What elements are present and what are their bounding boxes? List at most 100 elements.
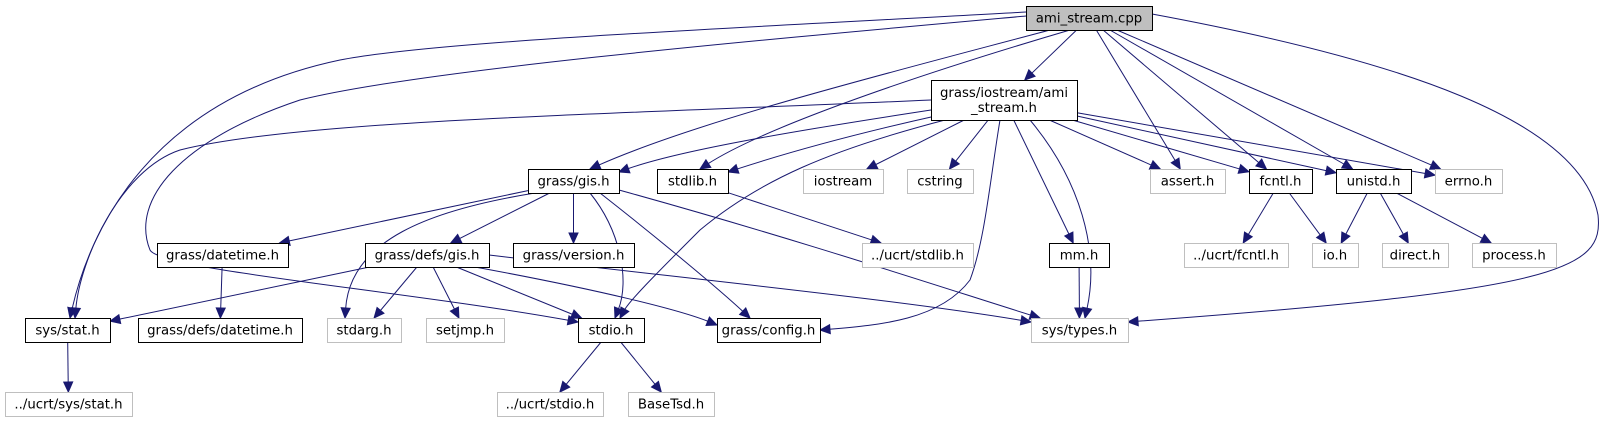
node-box <box>528 169 620 194</box>
arrowhead-icon <box>1170 157 1181 171</box>
arrowhead-icon <box>70 307 82 320</box>
node-label: setjmp.h <box>436 324 494 339</box>
edge-line <box>627 109 932 170</box>
node-label: direct.h <box>1390 249 1441 264</box>
edge-ami_stream_h-to-cstring <box>948 119 989 170</box>
arrowhead-icon <box>1423 168 1437 179</box>
node-cstring: cstring <box>907 169 974 194</box>
arrowhead-icon <box>1148 159 1162 170</box>
arrowhead-icon <box>215 307 227 320</box>
node-stdio-h[interactable]: stdio.h <box>578 318 645 343</box>
node-label: fcntl.h <box>1260 175 1302 190</box>
node-unistd-h[interactable]: unistd.h <box>1336 169 1412 194</box>
arrowhead-icon <box>1063 231 1074 245</box>
node-label: stdlib.h <box>668 175 717 190</box>
node-defs-gis-h[interactable]: grass/defs/gis.h <box>365 243 490 268</box>
edge-gis_h-to-defs_gis_h <box>449 192 550 244</box>
arrowhead-icon <box>559 380 571 393</box>
edge-line <box>1116 29 1433 166</box>
edge-ami_stream_h-to-config_h <box>818 119 1001 335</box>
node-label: sys/types.h <box>1042 324 1118 339</box>
edge-ami_stream_cpp-to-assert_h <box>1095 29 1181 171</box>
node-stdlib-h[interactable]: stdlib.h <box>657 169 729 194</box>
arrowhead-icon <box>1340 231 1351 245</box>
arrowhead-icon <box>948 157 961 170</box>
node-defs-datetime-h[interactable]: grass/defs/datetime.h <box>138 318 303 343</box>
node-label: grass/gis.h <box>537 175 609 190</box>
edge-ami_stream_h-to-sys_types_h <box>1029 119 1093 320</box>
node-mm-h[interactable]: mm.h <box>1049 243 1110 268</box>
arrowhead-icon <box>613 306 624 320</box>
arrowhead-icon <box>373 306 385 319</box>
edge-gis_h-to-stdarg_h <box>340 192 536 320</box>
edge-ami_stream_cpp-to-unistd_h <box>1109 29 1354 170</box>
arrowhead-icon <box>62 381 74 394</box>
arrowhead-icon <box>588 159 602 170</box>
edge-gis_h-to-datetime_h <box>278 190 529 246</box>
node-box <box>513 243 635 268</box>
node-label: errno.h <box>1445 175 1493 190</box>
edge-gis_h-to-sys_types_h <box>618 189 1042 320</box>
node-box <box>862 243 974 268</box>
edge-line <box>1396 192 1484 240</box>
node-label: assert.h <box>1161 175 1215 190</box>
edge-line <box>874 119 965 166</box>
edge-line <box>1095 29 1177 162</box>
node-label: grass/defs/gis.h <box>375 249 480 264</box>
node-box <box>717 318 821 343</box>
edge-line <box>565 341 602 386</box>
arrowhead-icon <box>1324 165 1338 176</box>
node-config-h[interactable]: grass/config.h <box>717 318 821 343</box>
node-assert-h: assert.h <box>1150 169 1226 194</box>
arrowhead-icon <box>869 234 883 245</box>
edge-unistd_h-to-direct_h <box>1379 192 1409 245</box>
edge-defs_gis_h-to-stdarg_h <box>373 266 418 319</box>
node-fcntl-h[interactable]: fcntl.h <box>1249 169 1313 194</box>
node-box <box>138 318 303 343</box>
edge-line <box>1072 119 1241 170</box>
node-box <box>1336 169 1412 194</box>
edge-line <box>1013 119 1070 236</box>
edge-ami_stream_h-to-unistd_h <box>1076 115 1338 176</box>
node-gis-h[interactable]: grass/gis.h <box>528 169 620 194</box>
edges-layer <box>62 11 1599 394</box>
node-label: sys/stat.h <box>35 324 99 339</box>
node-label: ../ucrt/fcntl.h <box>1193 249 1279 264</box>
arrowhead-icon <box>566 314 580 326</box>
edge-line <box>1344 192 1368 236</box>
edge-line <box>1029 119 1092 310</box>
edge-line <box>828 119 1001 330</box>
edge-ami_stream_cpp-to-sys_types_h <box>1126 13 1599 327</box>
node-label: ../ucrt/stdlib.h <box>871 249 964 264</box>
node-ami-stream-h[interactable]: grass/iostream/ami_stream.h <box>931 80 1078 121</box>
node-label: grass/config.h <box>722 324 816 339</box>
edge-sys_stat_h-to-ucrt_sys_stat_h <box>62 341 74 394</box>
edge-ami_stream_h-to-sys_stat_h <box>70 99 932 320</box>
node-box <box>5 392 133 417</box>
arrowhead-icon <box>108 313 122 325</box>
node-datetime-h[interactable]: grass/datetime.h <box>157 243 289 268</box>
arrowhead-icon <box>650 380 663 393</box>
node-stdarg-h: stdarg.h <box>327 318 402 343</box>
node-box <box>1312 243 1359 268</box>
node-ucrt-stdio-h: ../ucrt/stdio.h <box>497 392 604 417</box>
node-box <box>1382 243 1449 268</box>
arrowhead-icon <box>568 232 579 245</box>
edge-line <box>1049 119 1153 166</box>
node-label: ../ucrt/stdio.h <box>506 398 595 413</box>
node-version-h[interactable]: grass/version.h <box>513 243 635 268</box>
edge-line <box>1076 112 1427 175</box>
node-label: cstring <box>917 175 962 190</box>
edge-line <box>145 15 1027 321</box>
arrowhead-icon <box>1237 163 1251 174</box>
node-ami-stream-cpp[interactable]: ami_stream.cpp <box>1026 6 1153 31</box>
node-sys-stat-h[interactable]: sys/stat.h <box>25 318 111 343</box>
node-box <box>1184 243 1289 268</box>
arrowhead-icon <box>865 159 879 170</box>
edge-gis_h-to-config_h <box>599 192 751 319</box>
nodes-layer: ami_stream.cpp grass/iostream/ami_stream.… <box>5 6 1557 417</box>
edge-ami_stream_h-to-fcntl_h <box>1072 119 1251 174</box>
edge-line <box>432 266 456 311</box>
edge-line <box>474 266 709 323</box>
